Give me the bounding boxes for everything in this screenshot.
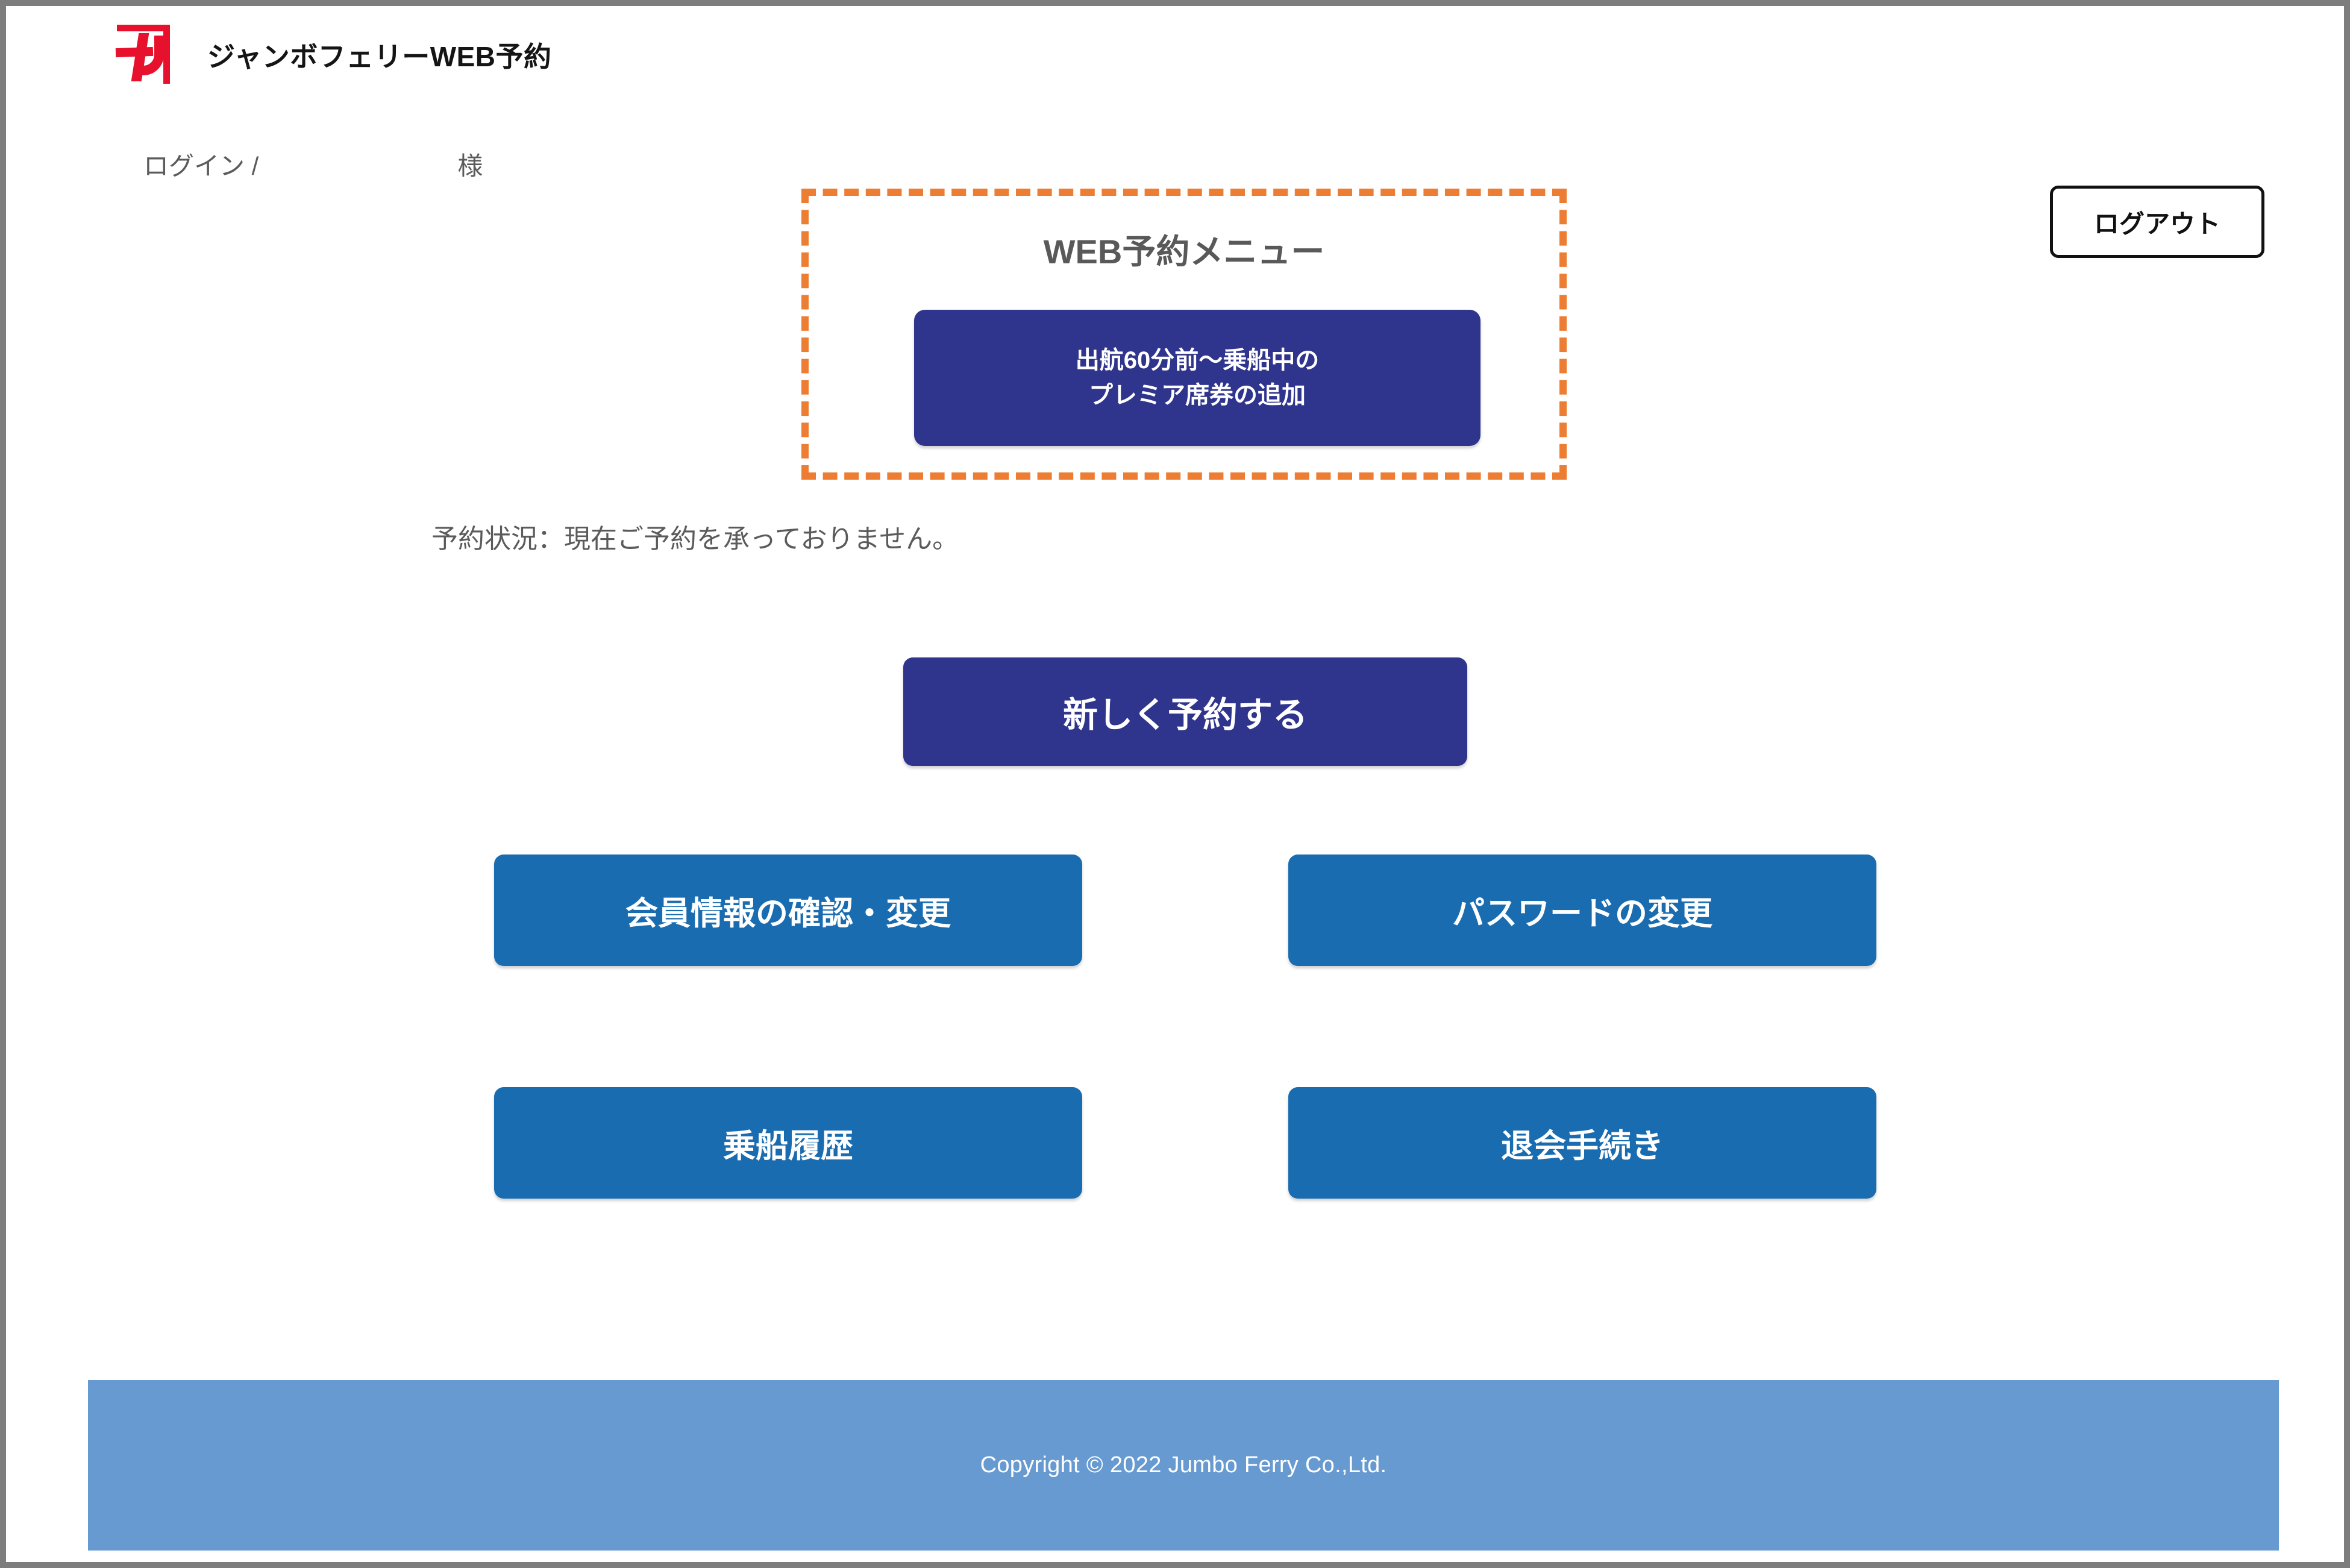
reservation-status-text: 予約状況：現在ご予約を承っておりません。 (431, 524, 959, 554)
premium-button-line-1: 出航60分前～乗船中の (1075, 347, 1320, 374)
login-status-line: ログイン / 様 (143, 146, 483, 183)
jumbo-ferry-ka-logo-icon (108, 21, 172, 89)
login-honorific: 様 (457, 152, 483, 180)
login-label: ログイン / (143, 152, 259, 180)
password-change-button[interactable]: パスワードの変更 (1288, 855, 1876, 966)
logout-button[interactable]: ログアウト (2050, 186, 2264, 258)
site-footer: Copyright © 2022 Jumbo Ferry Co.,Ltd. (88, 1380, 2279, 1551)
boarding-history-button[interactable]: 乗船履歴 (494, 1087, 1082, 1199)
web-reservation-menu-highlight-box: WEB予約メニュー 出航60分前～乗船中の プレミア席券の追加 (801, 189, 1567, 480)
site-header: ジャンボフェリーWEB予約 (108, 21, 552, 89)
new-reservation-button[interactable]: 新しく予約する (903, 657, 1467, 766)
member-info-button[interactable]: 会員情報の確認・変更 (494, 855, 1082, 966)
withdrawal-button[interactable]: 退会手続き (1288, 1087, 1876, 1199)
web-reservation-menu-title: WEB予約メニュー (1043, 233, 1325, 271)
page-title: ジャンボフェリーWEB予約 (207, 41, 552, 72)
add-premium-seat-ticket-button[interactable]: 出航60分前～乗船中の プレミア席券の追加 (914, 310, 1480, 446)
footer-copyright-text: Copyright © 2022 Jumbo Ferry Co.,Ltd. (980, 1452, 1387, 1478)
logo-frame-shape (117, 25, 170, 84)
premium-button-line-2: プレミア席券の追加 (1089, 382, 1306, 409)
